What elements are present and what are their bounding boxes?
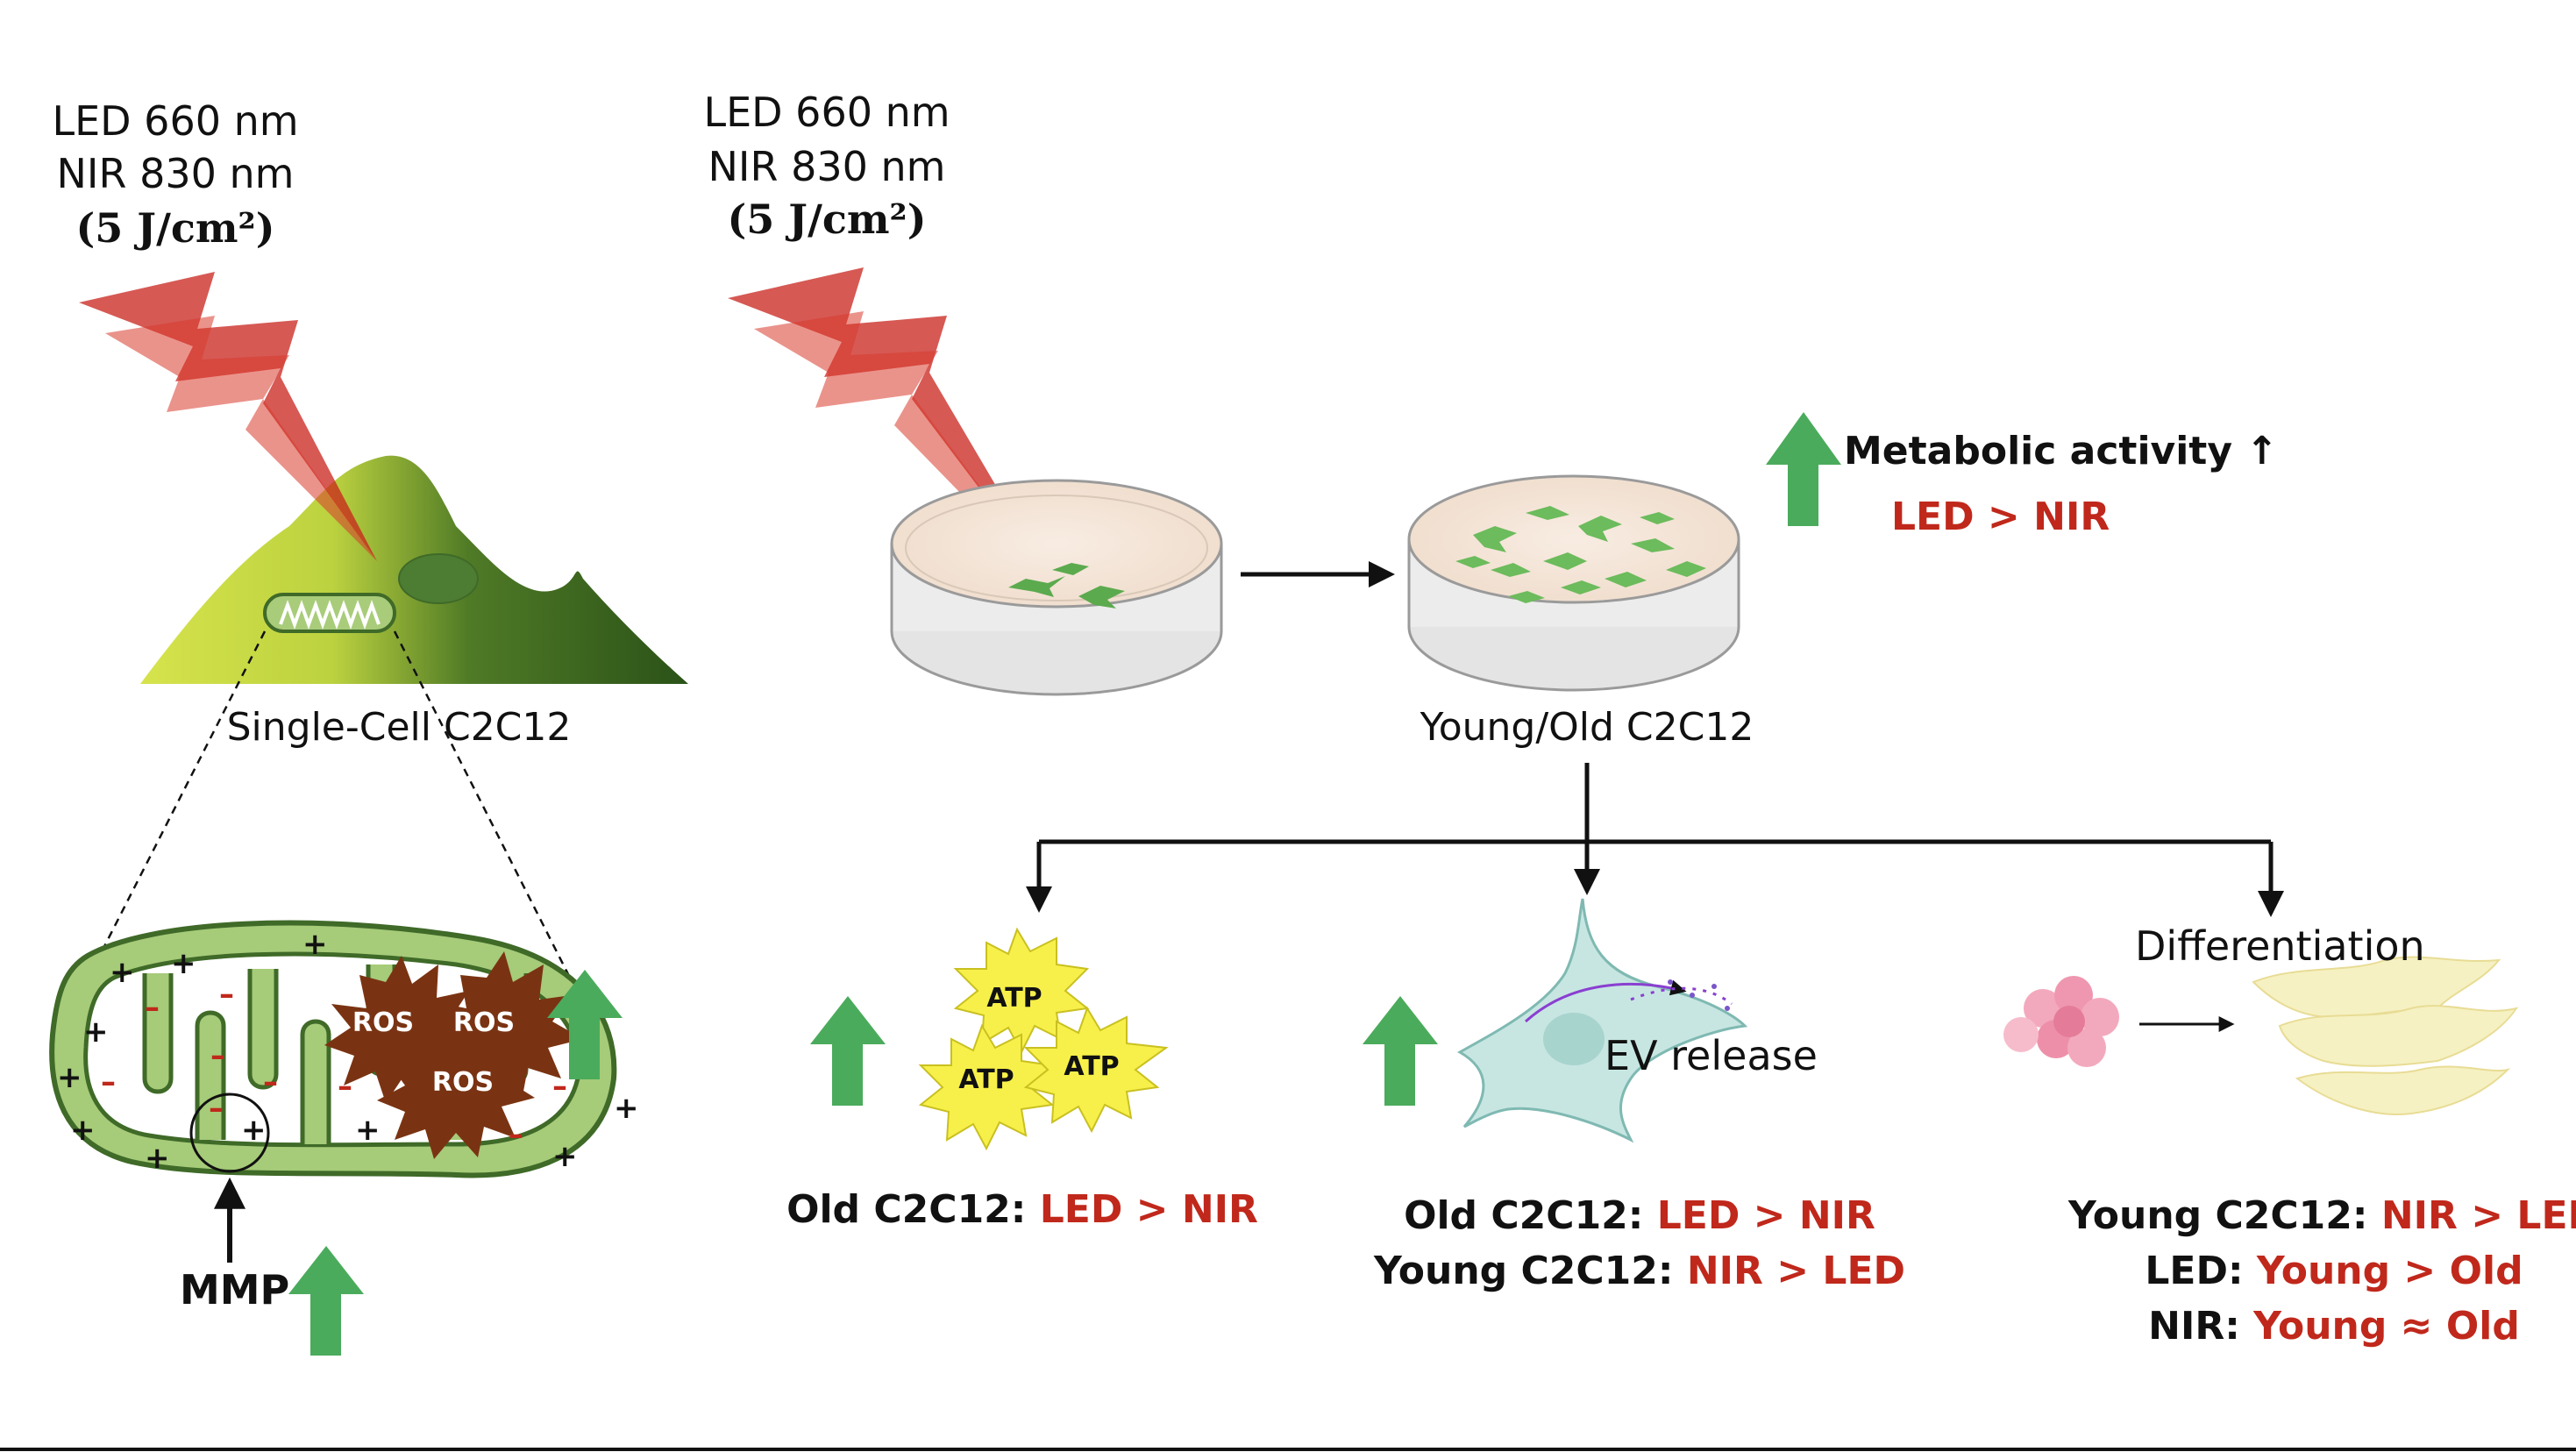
charge-plus-8: + [241,1113,267,1148]
single-cell-illustration [140,455,688,684]
charge-minus-8: – [552,1069,567,1104]
charge-minus-1: – [145,990,160,1025]
charge-plus-1: + [83,1014,109,1050]
ros-burst-group [324,951,583,1159]
diff-result-3-value: Young ≈ Old [2253,1304,2520,1349]
light-left-line2: NIR 830 nm [56,150,295,197]
charge-minus-7: – [338,1069,352,1104]
atp-result: Old C2C12: LED > NIR [786,1187,1258,1233]
charge-plus-6: + [70,1113,96,1148]
ev-up-arrow [1363,996,1438,1106]
light-center-line2: NIR 830 nm [708,143,946,190]
diff-result-3-prefix: NIR: [2148,1304,2254,1349]
petri-dish-left [890,479,1223,696]
differentiation-label: Differentiation [2135,922,2425,970]
atp-label-2: ATP [958,1064,1014,1095]
ros-label-1: ROS [352,1007,415,1038]
light-center-line1: LED 660 nm [703,89,950,136]
dish-label: Young/Old C2C12 [1420,705,1754,750]
atp-up-arrow [810,996,886,1106]
diff-result-1-prefix: Young C2C12: [2067,1193,2381,1238]
myotube-illustration [2252,956,2519,1115]
charge-minus-4: – [219,977,234,1012]
myoblast-cluster [2003,976,2119,1067]
metabolic-title: Metabolic activity ↑ [1844,429,2279,473]
ros-label-2: ROS [452,1007,516,1038]
petri-dish-right [1407,474,1740,692]
metabolic-compare: LED > NIR [1891,495,2110,539]
charge-plus-3: + [171,946,196,981]
ev-result-1: Old C2C12: LED > NIR [1404,1193,1875,1239]
diff-result-3: NIR: Young ≈ Old [2148,1304,2520,1349]
light-left-line1: LED 660 nm [52,97,299,145]
charge-plus-11: + [614,1091,639,1126]
atp-label-3: ATP [1064,1051,1120,1082]
mmp-label: MMP [180,1266,290,1313]
zoom-line-left [67,630,267,1018]
ros-label-3: ROS [431,1067,495,1098]
mmp-up-arrow [288,1246,364,1356]
ros-up-arrow [547,970,623,1079]
mito-small-icon [263,593,396,633]
charge-minus-5: – [263,1064,278,1100]
ev-result-2-value: NIR > LED [1686,1249,1906,1293]
ev-result-2-prefix: Young C2C12: [1373,1249,1687,1293]
diff-result-1-value: NIR > LED [2380,1193,2576,1238]
charge-minus-9: – [509,1117,523,1152]
charge-minus-2: – [101,1064,116,1100]
branch-connectors [1026,763,2284,917]
diff-result-2-value: Young > Old [2256,1249,2523,1293]
charge-plus-9: + [355,1113,381,1148]
atp-starbursts [918,927,1169,1151]
charge-plus-5: + [57,1060,82,1095]
charge-plus-7: + [145,1141,170,1176]
lightning-left [79,272,377,561]
light-left-dose: (5 J/cm²) [75,204,275,252]
diff-result-2-prefix: LED: [2145,1249,2257,1293]
atp-result-prefix: Old C2C12: [786,1187,1040,1232]
ev-result-1-value: LED > NIR [1656,1193,1875,1238]
charge-minus-3: – [210,1038,225,1073]
zoom-line-right [393,630,576,987]
charge-plus-2: + [110,955,135,990]
light-center-dose: (5 J/cm²) [727,196,927,243]
ev-label: EV release [1605,1032,1818,1079]
atp-result-value: LED > NIR [1039,1187,1258,1232]
charge-plus-4: + [302,927,328,962]
diff-result-2: LED: Young > Old [2145,1249,2523,1294]
single-cell-label: Single-Cell C2C12 [226,705,572,750]
ev-result-1-prefix: Old C2C12: [1404,1193,1657,1238]
lightning-center [728,267,1061,596]
charge-minus-6: – [209,1091,224,1126]
atp-label-1: ATP [986,983,1042,1014]
diff-result-1: Young C2C12: NIR > LED [2067,1193,2576,1239]
ev-cell [1456,898,1748,1143]
charge-plus-10: + [552,1139,578,1174]
ev-result-2: Young C2C12: NIR > LED [1374,1249,1905,1294]
metabolic-up-arrow [1766,412,1841,526]
